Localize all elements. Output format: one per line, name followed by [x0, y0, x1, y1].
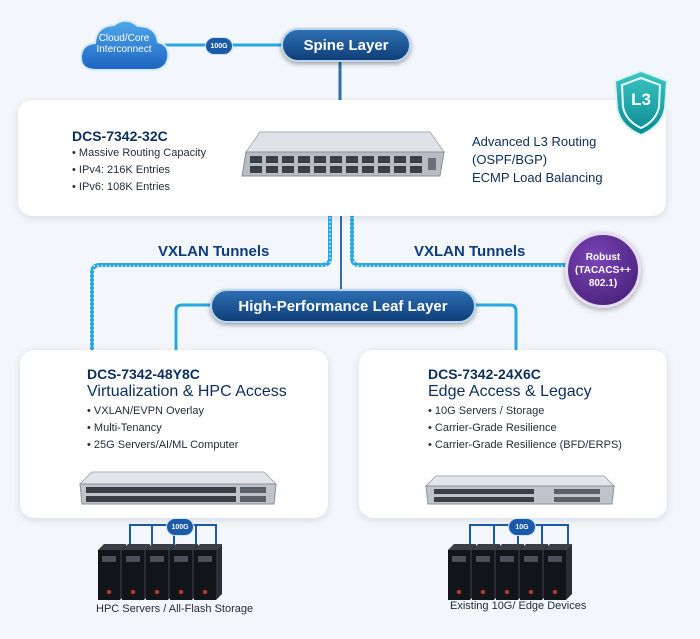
spine-model: DCS-7342-32C — [72, 128, 168, 144]
leaf-right-feature: Carrier-Grade Resilience (BFD/ERPS) — [428, 439, 622, 451]
leaf-right-feature: Carrier-Grade Resilience — [428, 422, 622, 434]
leaf-right-features: 10G Servers / Storage Carrier-Grade Resi… — [428, 405, 622, 456]
leaf-right-caption: Existing 10G/ Edge Devices — [450, 600, 587, 612]
leaf-left-feature: VXLAN/EVPN Overlay — [87, 405, 238, 417]
leaf-left-feature: 25G Servers/AI/ML Computer — [87, 439, 238, 451]
leaf-left-subtitle: Virtualization & HPC Access — [87, 383, 287, 400]
tunnel-right-path — [350, 190, 580, 267]
cloud-label-line1: Cloud/Core — [98, 33, 150, 44]
l3-shield-icon — [610, 68, 672, 138]
spine-switch-image — [240, 128, 445, 195]
cloud-icon — [78, 12, 170, 76]
leaf-left-switch-image — [78, 470, 278, 513]
leaf-left-speed-badge: 100G — [166, 518, 194, 536]
leaf-right-speed-badge: 10G — [508, 518, 536, 536]
cloud-label: Cloud/Core Interconnect — [80, 33, 168, 55]
left-servers-icon — [98, 540, 240, 607]
uplink-speed-badge: 100G — [205, 37, 233, 55]
spine-features: Massive Routing Capacity IPv4: 216K Entr… — [72, 147, 206, 198]
spine-layer-label: Spine Layer — [281, 28, 411, 62]
leaf-left-features: VXLAN/EVPN Overlay Multi-Tenancy 25G Ser… — [87, 405, 238, 456]
security-badge: Robust (TACACS++ 802.1) — [565, 232, 641, 308]
leaf-right-subtitle: Edge Access & Legacy — [428, 383, 592, 400]
leaf-right-feature: 10G Servers / Storage — [428, 405, 622, 417]
spine-feature: Massive Routing Capacity — [72, 147, 206, 159]
spine-routing-line: (OSPF/BGP) — [472, 152, 548, 167]
spine-routing-line: ECMP Load Balancing — [472, 170, 603, 185]
security-badge-line1: Robust — [585, 251, 621, 263]
link-leaf-left — [174, 303, 215, 352]
security-badge-line2: (TACACS++ — [575, 264, 631, 276]
vxlan-tunnel-left-label: VXLAN Tunnels — [158, 243, 270, 260]
link-leaf-right — [470, 303, 518, 352]
leaf-right-model: DCS-7342-24X6C — [428, 366, 541, 382]
spine-routing: Advanced L3 Routing (OSPF/BGP) ECMP Load… — [472, 133, 603, 187]
tunnel-left-path — [90, 190, 332, 352]
vxlan-tunnel-right-label: VXLAN Tunnels — [414, 243, 526, 260]
leaf-left-model: DCS-7342-48Y8C — [87, 366, 200, 382]
l3-badge-label: L3 — [631, 90, 651, 109]
spine-feature: IPv4: 216K Entries — [72, 164, 206, 176]
spine-routing-line: Advanced L3 Routing — [472, 134, 597, 149]
security-badge-line3: 802.1) — [588, 277, 618, 289]
leaf-left-caption: HPC Servers / All-Flash Storage — [96, 603, 254, 615]
leaf-left-feature: Multi-Tenancy — [87, 422, 238, 434]
leaf-layer-label: High-Performance Leaf Layer — [210, 289, 476, 323]
right-servers-icon — [448, 540, 590, 607]
cloud-label-line2: Interconnect — [96, 44, 152, 55]
leaf-right-switch-image — [424, 474, 616, 513]
spine-feature: IPv6: 108K Entries — [72, 181, 206, 193]
